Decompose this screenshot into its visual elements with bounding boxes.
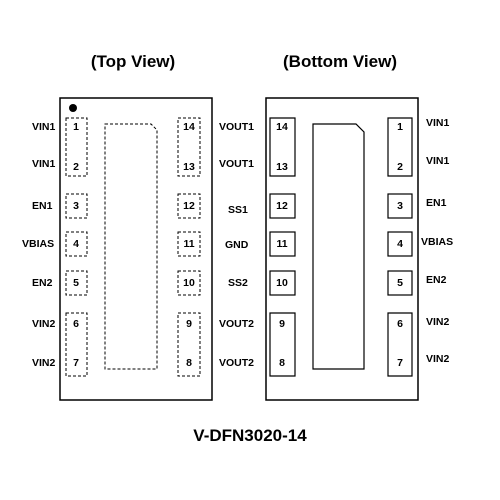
top-pad-5: [65, 270, 88, 296]
center-label-13: VOUT1: [219, 158, 255, 170]
bottom-right-num-1: 1: [397, 121, 403, 133]
center-label-10: SS2: [228, 277, 248, 289]
bottom-left-num-13: 13: [276, 161, 288, 173]
top-pad-10: [177, 270, 201, 296]
top-view-package-body: [59, 97, 213, 401]
bottom-pad-5: [387, 270, 413, 296]
top-pad-11: [177, 231, 201, 257]
top-right-num-13: 13: [183, 161, 195, 173]
bottom-pad-4: [387, 231, 413, 257]
package-name: V-DFN3020-14: [193, 426, 307, 445]
bottom-pad-1-2: [387, 117, 413, 177]
top-pad-14-13: [177, 117, 201, 177]
bottom-right-num-3: 3: [397, 200, 403, 212]
top-right-num-11: 11: [183, 238, 195, 250]
top-pad-3: [65, 193, 88, 219]
bottom-right-num-5: 5: [397, 277, 403, 289]
bottom-pad-6-7: [387, 312, 413, 377]
bottom-right-label-6: VIN2: [426, 316, 450, 328]
top-right-num-8: 8: [186, 357, 192, 369]
center-label-14: VOUT1: [219, 121, 255, 133]
bottom-right-label-4: VBIAS: [421, 236, 454, 248]
top-left-num-7: 7: [73, 357, 79, 369]
bottom-view-title: (Bottom View): [283, 52, 397, 71]
bottom-right-label-7: VIN2: [426, 353, 450, 365]
pin1-marker-dot: [69, 104, 77, 112]
top-left-num-2: 2: [73, 161, 79, 173]
bottom-pad-10: [269, 270, 296, 296]
center-label-9: VOUT2: [219, 318, 255, 330]
top-pad-12: [177, 193, 201, 219]
bottom-right-num-4: 4: [397, 238, 403, 250]
bottom-left-num-9: 9: [279, 318, 285, 330]
bottom-view-package-body: [265, 97, 419, 401]
top-left-num-6: 6: [73, 318, 79, 330]
bottom-right-label-5: EN2: [426, 274, 447, 286]
bottom-right-num-2: 2: [397, 161, 403, 173]
bottom-pad-14-13: [269, 117, 296, 177]
top-right-num-14: 14: [183, 121, 195, 133]
bottom-right-label-2: VIN1: [426, 155, 450, 167]
bottom-pad-11: [269, 231, 296, 257]
center-label-8: VOUT2: [219, 357, 255, 369]
bottom-right-label-3: EN1: [426, 197, 447, 209]
top-left-num-5: 5: [73, 277, 79, 289]
top-left-label-7: VIN2: [32, 357, 56, 369]
top-left-label-1: VIN1: [32, 121, 56, 133]
bottom-right-label-1: VIN1: [426, 117, 450, 129]
top-right-num-10: 10: [183, 277, 195, 289]
top-left-label-6: VIN2: [32, 318, 56, 330]
top-left-num-3: 3: [73, 200, 79, 212]
top-left-num-4: 4: [73, 238, 79, 250]
bottom-right-num-6: 6: [397, 318, 403, 330]
top-right-num-9: 9: [186, 318, 192, 330]
bottom-left-num-8: 8: [279, 357, 285, 369]
bottom-left-num-14: 14: [276, 121, 288, 133]
bottom-left-num-11: 11: [276, 238, 288, 250]
top-pad-6-7: [65, 312, 88, 377]
center-label-12: SS1: [228, 204, 248, 216]
top-left-label-2: VIN1: [32, 158, 56, 170]
bottom-left-num-10: 10: [276, 277, 288, 289]
bottom-pad-3: [387, 193, 413, 219]
top-left-label-4: VBIAS: [22, 238, 55, 250]
top-right-num-12: 12: [183, 200, 195, 212]
top-pad-4: [65, 231, 88, 257]
top-left-num-1: 1: [73, 121, 79, 133]
top-left-label-5: EN2: [32, 277, 53, 289]
bottom-pad-12: [269, 193, 296, 219]
center-label-11: GND: [225, 239, 249, 251]
bottom-view-exposed-pad: [312, 123, 365, 370]
bottom-right-num-7: 7: [397, 357, 403, 369]
bottom-left-num-12: 12: [276, 200, 288, 212]
top-view-exposed-pad: [104, 123, 158, 370]
top-left-label-3: EN1: [32, 200, 53, 212]
top-view-title: (Top View): [90, 52, 176, 71]
top-pad-9-8: [177, 312, 201, 377]
bottom-pad-9-8: [269, 312, 296, 377]
